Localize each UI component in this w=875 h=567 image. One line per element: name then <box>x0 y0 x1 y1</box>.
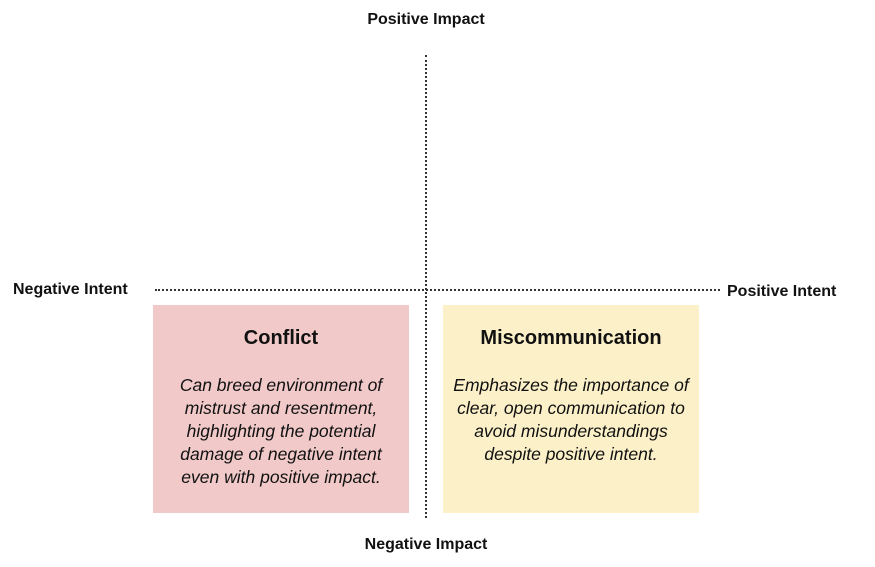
quadrant-miscommunication-description: Emphasizes the importance of clear, open… <box>453 375 689 464</box>
quadrant-miscommunication-title: Miscommunication <box>480 327 662 349</box>
vertical-dotted-axis <box>425 55 427 518</box>
quadrant-conflict: Conflict Can breed environment of mistru… <box>153 305 409 513</box>
quadrant-conflict-description: Can breed environment of mistrust and re… <box>179 375 383 487</box>
axis-label-negative-intent: Negative Intent <box>13 281 128 298</box>
axis-label-negative-impact: Negative Impact <box>364 536 488 553</box>
horizontal-dotted-axis <box>155 289 720 291</box>
axis-label-positive-intent: Positive Intent <box>727 283 837 300</box>
quadrant-miscommunication: Miscommunication Emphasizes the importan… <box>443 305 699 513</box>
axis-label-positive-impact: Positive Impact <box>367 11 485 28</box>
quadrant-conflict-title: Conflict <box>243 327 319 349</box>
